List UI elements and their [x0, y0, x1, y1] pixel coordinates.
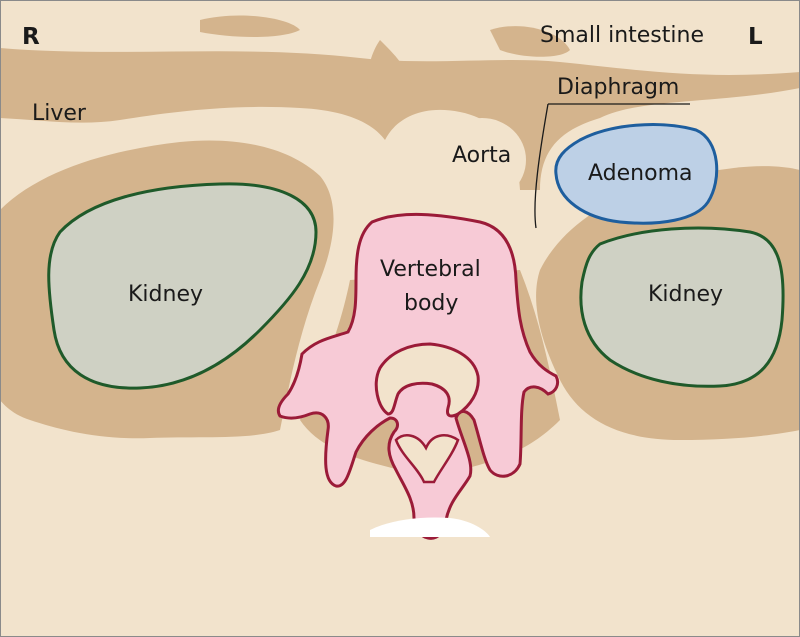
- label-vertebral: Vertebral: [380, 257, 481, 282]
- label-kidney-right: Kidney: [128, 282, 203, 307]
- orientation-right: R: [22, 24, 40, 50]
- label-kidney-left: Kidney: [648, 282, 723, 307]
- bottom-notch: [370, 517, 490, 537]
- left-kidney: [579, 226, 785, 388]
- label-liver: Liver: [32, 101, 87, 126]
- adenoma-shape: [554, 123, 719, 225]
- label-diaphragm: Diaphragm: [557, 75, 679, 100]
- spinous-process-notch: [394, 434, 460, 484]
- right-kidney: [47, 182, 318, 390]
- orientation-left: L: [748, 24, 763, 50]
- aorta-shape: [438, 118, 526, 202]
- spinal-canal: [374, 342, 480, 418]
- label-adenoma: Adenoma: [588, 161, 692, 186]
- label-small-intestine: Small intestine: [540, 23, 704, 48]
- label-aorta: Aorta: [452, 143, 511, 168]
- label-body: body: [404, 291, 458, 316]
- diaphragm-leader-line: [534, 103, 549, 229]
